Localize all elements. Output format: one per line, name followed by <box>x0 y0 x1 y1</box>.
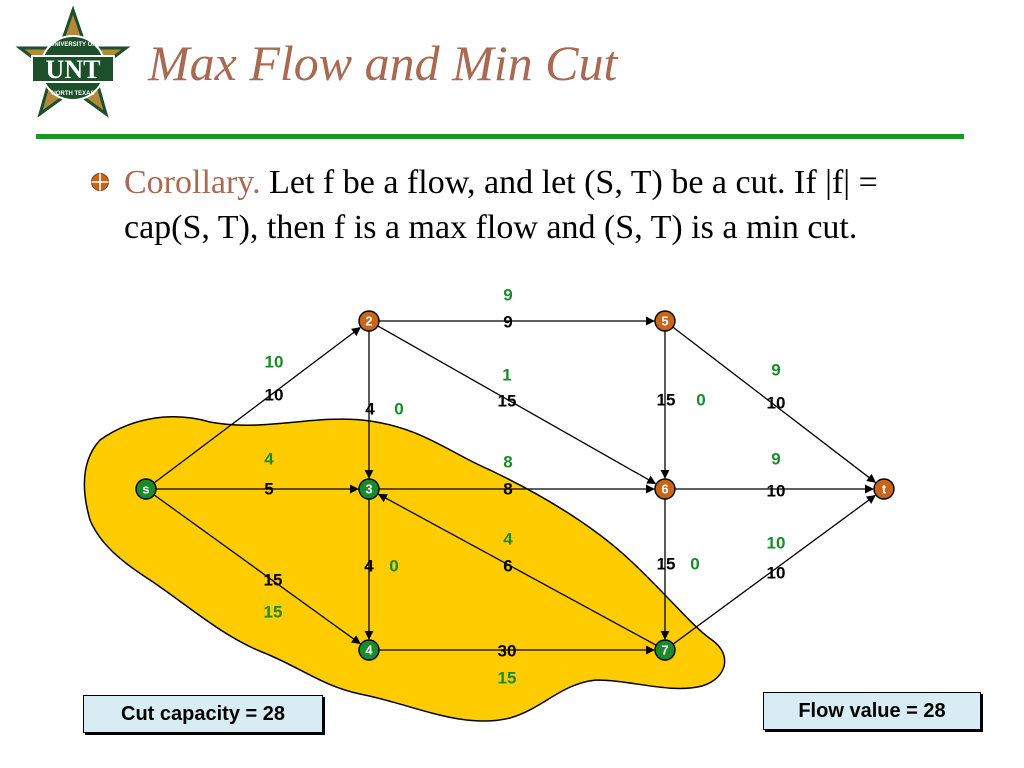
edge-capacity-label: 6 <box>503 556 512 575</box>
edge-capacity-label: 15 <box>264 570 283 589</box>
logo-text: UNT <box>46 55 101 84</box>
edge-s-2 <box>153 327 361 484</box>
node-label: 6 <box>661 481 668 496</box>
node-circle <box>358 478 380 500</box>
node-label: s <box>142 481 149 496</box>
edge-flow-label: 8 <box>503 452 512 471</box>
edge-flow-label: 0 <box>696 390 705 409</box>
edge-capacity-label: 10 <box>767 481 786 500</box>
title-divider <box>36 134 964 139</box>
edge-capacity-label: 4 <box>365 399 375 418</box>
edge-7-3 <box>377 493 657 646</box>
logo-ring-bottom-text: NORTH TEXAS <box>51 91 94 97</box>
edge-capacity-label: 4 <box>364 556 374 575</box>
edge-capacity-label: 15 <box>498 391 517 410</box>
edge-flow-label: 10 <box>767 533 786 552</box>
unt-logo: UNIVERSITY OF NORTH TEXAS UNT <box>15 6 131 118</box>
node-circle <box>654 310 676 332</box>
node-5: 5 <box>654 310 676 332</box>
corollary-text: Let f be a flow, and let (S, T) be a cut… <box>124 164 878 246</box>
edge-capacity-label: 5 <box>264 479 273 498</box>
edge-capacity-label: 10 <box>265 385 284 404</box>
page-title: Max Flow and Min Cut <box>148 35 618 91</box>
edge-5-t <box>672 326 877 483</box>
edge-flow-label: 0 <box>394 399 403 418</box>
edge-2-6 <box>377 325 657 485</box>
edge-7-t <box>672 494 876 645</box>
cut-capacity-box: Cut capacity = 28 <box>83 695 323 733</box>
node-circle <box>358 310 380 332</box>
edge-flow-label: 9 <box>771 449 780 468</box>
node-label: t <box>882 481 887 496</box>
node-label: 5 <box>661 313 668 328</box>
node-t: t <box>873 478 895 500</box>
flow-value-box: Flow value = 28 <box>763 692 981 730</box>
node-circle <box>873 478 895 500</box>
edge-capacity-label: 9 <box>503 312 512 331</box>
edge-flow-label: 10 <box>265 352 284 371</box>
node-2: 2 <box>358 310 380 332</box>
node-label: 4 <box>365 642 373 657</box>
node-6: 6 <box>654 478 676 500</box>
edge-flow-label: 15 <box>264 602 283 621</box>
node-label: 7 <box>661 642 668 657</box>
edge-capacity-label: 10 <box>767 563 786 582</box>
edge-flow-label: 0 <box>690 554 699 573</box>
edge-flow-label: 4 <box>264 449 274 468</box>
edge-s-4 <box>153 494 361 645</box>
edge-flow-label: 0 <box>389 556 398 575</box>
edge-flow-label: 15 <box>498 668 517 687</box>
node-3: 3 <box>358 478 380 500</box>
edge-capacity-label: 30 <box>498 641 517 660</box>
node-4: 4 <box>358 639 380 661</box>
node-s: s <box>135 478 157 500</box>
cut-region <box>83 416 726 722</box>
edge-flow-label: 9 <box>771 360 780 379</box>
edge-capacity-label: 15 <box>657 390 676 409</box>
node-circle <box>654 478 676 500</box>
node-circle <box>358 639 380 661</box>
node-label: 2 <box>365 313 372 328</box>
edge-flow-label: 4 <box>503 529 513 548</box>
node-label: 3 <box>365 481 372 496</box>
corollary-paragraph: Corollary. Let f be a flow, and let (S, … <box>124 160 964 250</box>
edge-capacity-label: 15 <box>657 554 676 573</box>
edge-flow-label: 9 <box>503 285 512 304</box>
node-circle <box>654 639 676 661</box>
bullet-icon <box>91 173 109 191</box>
edge-flow-label: 1 <box>502 365 511 384</box>
logo-ring-top-text: UNIVERSITY OF <box>50 42 96 48</box>
corollary-label: Corollary. <box>124 164 261 201</box>
edge-capacity-label: 10 <box>767 393 786 412</box>
node-7: 7 <box>654 639 676 661</box>
node-circle <box>135 478 157 500</box>
edge-capacity-label: 8 <box>503 479 512 498</box>
